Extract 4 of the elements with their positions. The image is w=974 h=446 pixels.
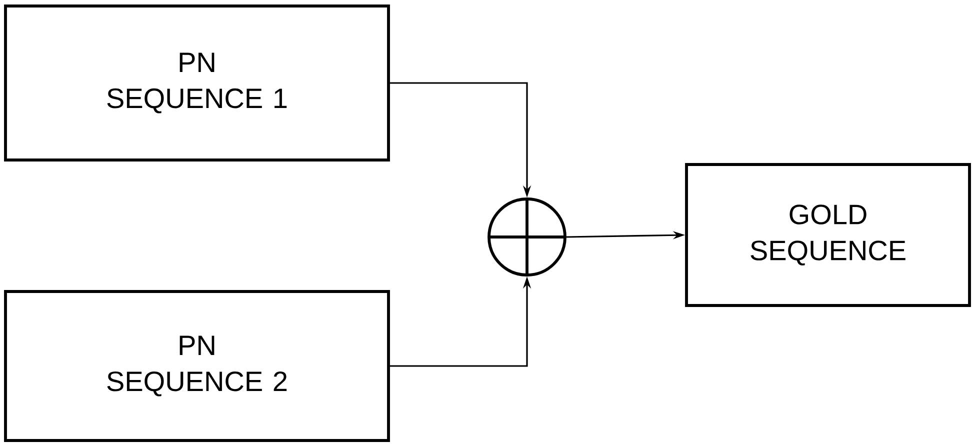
xor-symbol — [488, 198, 566, 276]
process-box: PN SEQUENCE 1 — [4, 4, 390, 162]
process-box: GOLD SEQUENCE — [685, 163, 971, 307]
process-box: PN SEQUENCE 2 — [4, 290, 390, 442]
